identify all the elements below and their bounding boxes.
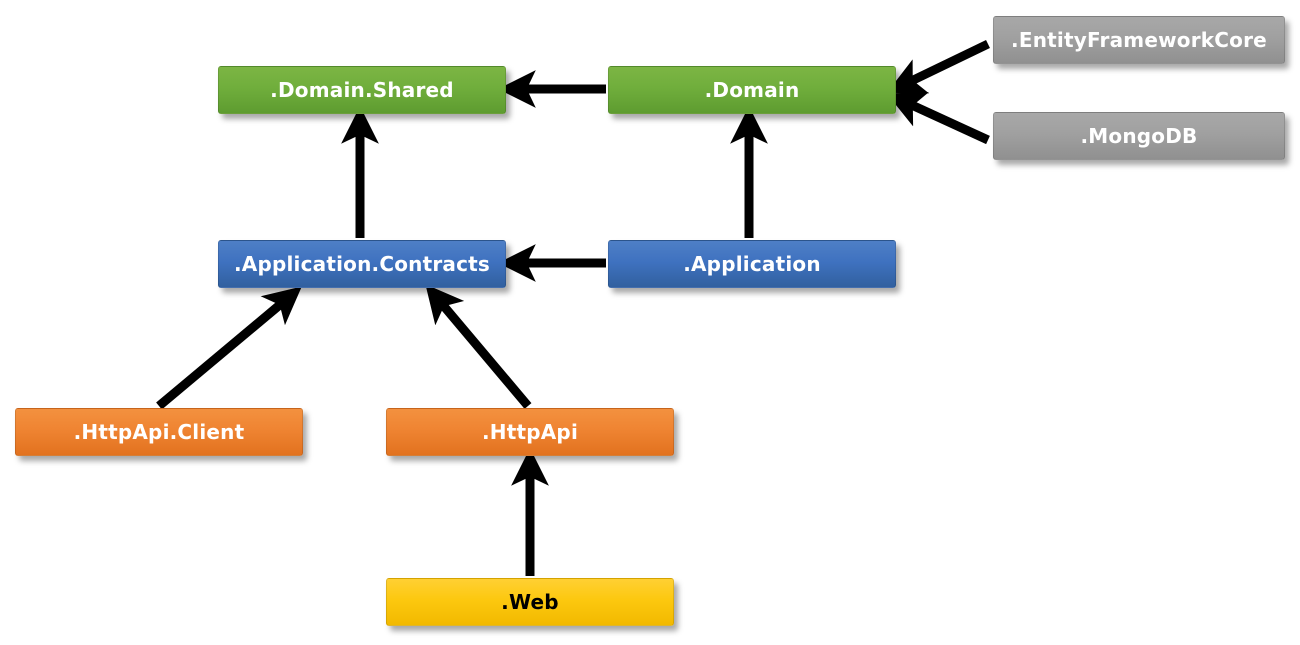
edge-mongodb-to-domain <box>886 92 990 145</box>
node-httpapi[interactable]: .HttpApi <box>386 408 674 456</box>
node-label-efcore: .EntityFrameworkCore <box>1011 28 1267 52</box>
node-efcore[interactable]: .EntityFrameworkCore <box>993 16 1285 64</box>
edge-httpapi-to-app-contracts <box>425 284 532 409</box>
edges-group <box>156 39 990 576</box>
node-domain[interactable]: .Domain <box>608 66 896 114</box>
edge-efcore-to-domain <box>886 39 990 94</box>
node-app-contracts[interactable]: .Application.Contracts <box>218 240 506 288</box>
node-label-domain-shared: .Domain.Shared <box>270 78 454 102</box>
node-label-application: .Application <box>683 252 821 276</box>
node-httpapi-client[interactable]: .HttpApi.Client <box>15 408 303 456</box>
node-domain-shared[interactable]: .Domain.Shared <box>218 66 506 114</box>
node-label-domain: .Domain <box>704 78 800 102</box>
node-label-httpapi-client: .HttpApi.Client <box>73 420 245 444</box>
node-web[interactable]: .Web <box>386 578 674 626</box>
node-label-mongodb: .MongoDB <box>1080 124 1198 148</box>
node-label-web: .Web <box>501 590 559 614</box>
node-mongodb[interactable]: .MongoDB <box>993 112 1285 160</box>
node-label-httpapi: .HttpApi <box>481 420 579 444</box>
node-label-app-contracts: .Application.Contracts <box>233 252 491 276</box>
node-application[interactable]: .Application <box>608 240 896 288</box>
edge-httpapi-client-to-app-contracts <box>156 286 302 410</box>
